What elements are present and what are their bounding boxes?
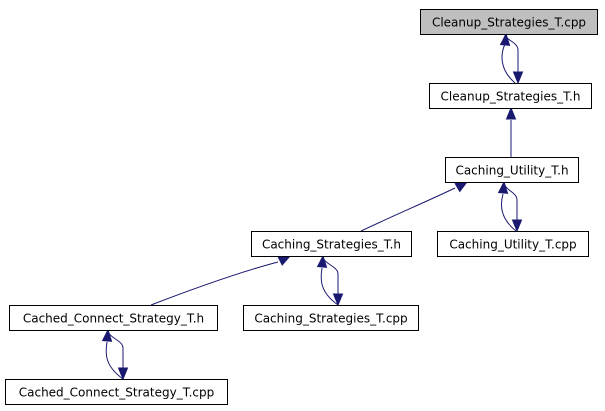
arrowhead [332, 293, 344, 307]
edge-cleanup_strategies_h-to-cleanup_strategies_cpp [499, 32, 516, 84]
node-caching-utility-h[interactable]: Caching_Utility_T.h [445, 157, 579, 183]
node-layer: Cleanup_Strategies_T.cppCleanup_Strategi… [5, 9, 598, 405]
arrowhead [117, 367, 129, 381]
node-label: Caching_Utility_T.h [455, 164, 568, 178]
edge-caching_strategies_h-to-caching_utility_h [360, 181, 469, 232]
edge-caching_utility_cpp-to-caching_utility_h [497, 180, 517, 232]
edge-caching_strategies_h-to-caching_strategies_cpp [322, 255, 344, 307]
edge-layer [101, 32, 524, 381]
node-label: Caching_Strategies_T.h [262, 238, 401, 252]
node-box[interactable] [251, 231, 412, 257]
arrowhead [101, 328, 113, 342]
arrowhead [497, 180, 509, 194]
edge-line [360, 187, 456, 232]
node-cached-connect-cpp[interactable]: Cached_Connect_Strategy_T.cpp [5, 379, 228, 405]
node-label: Cleanup_Strategies_T.cpp [432, 16, 586, 30]
edge-line [105, 341, 124, 380]
node-cleanup-strategies-h[interactable]: Cleanup_Strategies_T.h [429, 83, 592, 109]
node-caching-utility-cpp[interactable]: Caching_Utility_T.cpp [437, 231, 589, 257]
node-label: Cached_Connect_Strategy_T.cpp [19, 386, 215, 400]
edge-line [150, 261, 279, 306]
node-cleanup-strategies-cpp[interactable]: Cleanup_Strategies_T.cpp [420, 9, 598, 35]
arrowhead [277, 255, 292, 266]
node-label: Caching_Utility_T.cpp [449, 238, 576, 252]
edge-caching_utility_h-to-caching_utility_cpp [503, 181, 523, 233]
edge-line [501, 43, 516, 84]
node-box[interactable] [243, 305, 419, 331]
node-box[interactable] [445, 157, 579, 183]
arrowhead [454, 181, 469, 193]
edge-line [320, 267, 339, 306]
edge-caching_utility_h-to-cleanup_strategies_h [505, 106, 517, 157]
node-cached-connect-h[interactable]: Cached_Connect_Strategy_T.h [9, 305, 218, 331]
edge-line [501, 193, 517, 232]
arrowhead [505, 106, 517, 120]
edge-cached_connect_cpp-to-cached_connect_h [101, 328, 124, 380]
node-caching-strategies-h[interactable]: Caching_Strategies_T.h [251, 231, 412, 257]
node-box[interactable] [420, 9, 598, 35]
arrowhead [316, 254, 328, 268]
node-label: Cached_Connect_Strategy_T.h [23, 312, 204, 326]
edge-line [107, 329, 124, 368]
node-box[interactable] [437, 231, 589, 257]
edge-caching_strategies_cpp-to-caching_strategies_h [316, 254, 339, 306]
edge-line [504, 33, 519, 72]
edge-line [503, 181, 518, 220]
node-box[interactable] [429, 83, 592, 109]
node-box[interactable] [5, 379, 228, 405]
arrowhead [499, 32, 511, 46]
edge-cached_connect_h-to-cached_connect_cpp [107, 329, 129, 381]
edge-cleanup_strategies_cpp-to-cleanup_strategies_h [504, 33, 524, 85]
arrowhead [511, 219, 523, 233]
node-label: Caching_Strategies_T.cpp [254, 312, 407, 326]
edge-line [322, 255, 339, 294]
arrowhead [512, 71, 524, 85]
node-box[interactable] [9, 305, 218, 331]
edge-cached_connect_h-to-caching_strategies_h [150, 255, 292, 306]
node-label: Cleanup_Strategies_T.h [441, 90, 581, 104]
node-caching-strategies-cpp[interactable]: Caching_Strategies_T.cpp [243, 305, 419, 331]
